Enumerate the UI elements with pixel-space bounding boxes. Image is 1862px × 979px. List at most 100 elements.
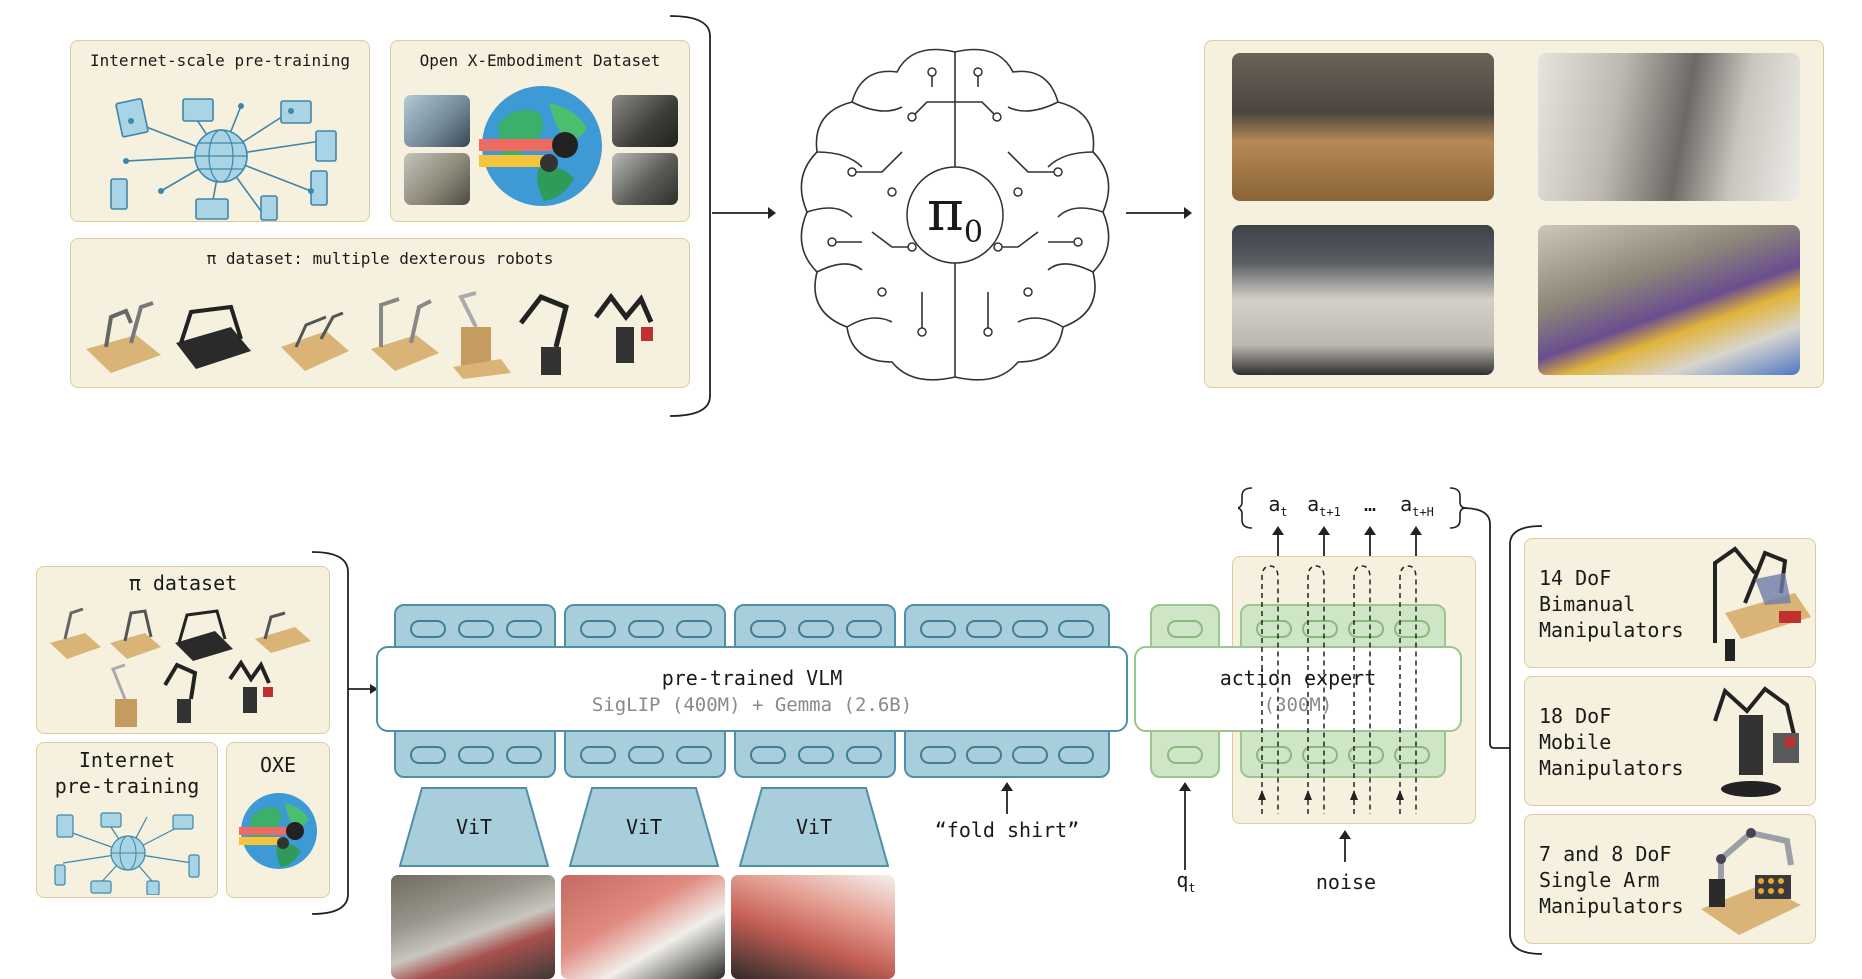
action-expert-label: action expert [1219, 666, 1377, 690]
robot-type-text: 14 DoF Bimanual Manipulators [1539, 566, 1684, 642]
pi-dataset-panel: π dataset: multiple dexterous robots [70, 238, 690, 388]
panel-title: π dataset [128, 571, 238, 595]
token-pill [1012, 746, 1048, 764]
token-pill [1394, 620, 1430, 638]
robot-photo-laundry [1538, 53, 1800, 201]
token-pill [1012, 620, 1048, 638]
deployment-photos-panel [1204, 40, 1824, 388]
internet-pretraining-panel: Internet-scale pre-training [70, 40, 370, 222]
bottom-left-bracket [311, 551, 378, 915]
brain-circuit-icon [800, 48, 1110, 381]
top-right-bracket [669, 15, 711, 417]
token-pill [798, 620, 834, 638]
state-label: qt [1176, 868, 1196, 895]
robot-type-panel-bimanual: 14 DoF Bimanual Manipulators [1524, 538, 1816, 668]
token-pill [1348, 620, 1384, 638]
action-token-t1: at+1 [1307, 492, 1341, 519]
language-prompt: “fold shirt” [934, 818, 1080, 842]
camera-image-base [391, 875, 555, 979]
action-token-tH: at+H [1400, 492, 1434, 519]
arrow-up-noise [1339, 830, 1351, 862]
token-pill [846, 746, 882, 764]
bimanual-robot-illustration [1713, 546, 1811, 661]
vit-label-3: ViT [795, 815, 833, 839]
panel-title: Internet-scale pre-training [89, 51, 351, 70]
token-pill [506, 620, 542, 638]
vit-encoder-shapes [398, 787, 890, 867]
pretrained-vlm-bar: pre-trained VLM SigLIP (400M) + Gemma (2… [376, 646, 1128, 732]
token-pill [846, 620, 882, 638]
token-pill [1348, 746, 1384, 764]
camera-image-right-wrist [731, 875, 895, 979]
pi-dataset-panel-small: π dataset [36, 566, 330, 734]
panel-title: OXE [259, 753, 297, 777]
token-pill [966, 746, 1002, 764]
vlm-label: pre-trained VLM [661, 666, 843, 690]
token-pill [920, 746, 956, 764]
internet-pretraining-panel-small: Internet pre-training [36, 742, 218, 898]
single-arm-robot-illustration [1701, 828, 1801, 935]
globe-icon [239, 793, 317, 869]
robot-photo [612, 95, 678, 147]
panel-title: π dataset: multiple dexterous robots [206, 249, 554, 268]
token-pill [1302, 620, 1338, 638]
token-pill [966, 620, 1002, 638]
action-expert-sublabel: (300M) [1263, 694, 1333, 716]
robot-photo [404, 153, 470, 205]
token-pill [1058, 620, 1094, 638]
token-pill [458, 746, 494, 764]
arrow-up-prompt [1001, 782, 1013, 814]
token-pill [628, 746, 664, 764]
arrow-to-brain [712, 207, 776, 219]
camera-image-left-wrist [561, 875, 725, 979]
action-output-arrows [1272, 526, 1422, 556]
token-pill [458, 620, 494, 638]
internet-network-illustration [110, 98, 337, 221]
panel-title: Internet pre-training [54, 748, 200, 798]
oxe-panel: Open X-Embodiment Dataset [390, 40, 690, 222]
robots-illustration [86, 291, 654, 379]
robot-photo-table [1232, 225, 1494, 375]
action-token-ellipsis: … [1363, 492, 1377, 516]
token-pill [1058, 746, 1094, 764]
arrow-to-photos [1126, 207, 1192, 219]
token-pill [798, 746, 834, 764]
token-pill [628, 620, 664, 638]
mobile-robot-illustration [1713, 686, 1799, 797]
token-pill [410, 620, 446, 638]
robot-type-text: 18 DoF Mobile Manipulators [1539, 704, 1684, 780]
noise-label: noise [1315, 870, 1377, 894]
arrow-up-state [1179, 782, 1191, 870]
action-expert-bar: action expert (300M) [1134, 646, 1462, 732]
robot-type-panel-mobile: 18 DoF Mobile Manipulators [1524, 676, 1816, 806]
oxe-panel-small: OXE [226, 742, 330, 898]
token-pill [750, 620, 786, 638]
token-pill [1167, 746, 1203, 764]
flow-matching-loops [1258, 565, 1417, 814]
token-pill [676, 620, 712, 638]
token-pill [1256, 746, 1292, 764]
token-pill [750, 746, 786, 764]
token-pill [1256, 620, 1292, 638]
internet-network-illustration [54, 812, 200, 895]
token-pill [1394, 746, 1430, 764]
vit-label-1: ViT [455, 815, 493, 839]
token-pill [580, 746, 616, 764]
robots-illustration [50, 607, 311, 727]
token-pill [506, 746, 542, 764]
pi-zero-symbol: π0 [927, 179, 983, 251]
robot-photo-kitchen [1538, 225, 1800, 375]
action-token-t: at [1268, 492, 1288, 519]
token-pill [920, 620, 956, 638]
panel-title: Open X-Embodiment Dataset [419, 51, 661, 70]
robot-photo-coffee [1232, 53, 1494, 201]
token-pill [676, 746, 712, 764]
bottom-right-bracket [1461, 507, 1543, 955]
robot-photo [404, 95, 470, 147]
robot-type-panel-single-arm: 7 and 8 DoF Single Arm Manipulators [1524, 814, 1816, 944]
token-pill [580, 620, 616, 638]
vlm-sublabel: SigLIP (400M) + Gemma (2.6B) [591, 694, 913, 716]
vit-label-2: ViT [625, 815, 663, 839]
robot-type-text: 7 and 8 DoF Single Arm Manipulators [1539, 842, 1684, 918]
token-pill [410, 746, 446, 764]
